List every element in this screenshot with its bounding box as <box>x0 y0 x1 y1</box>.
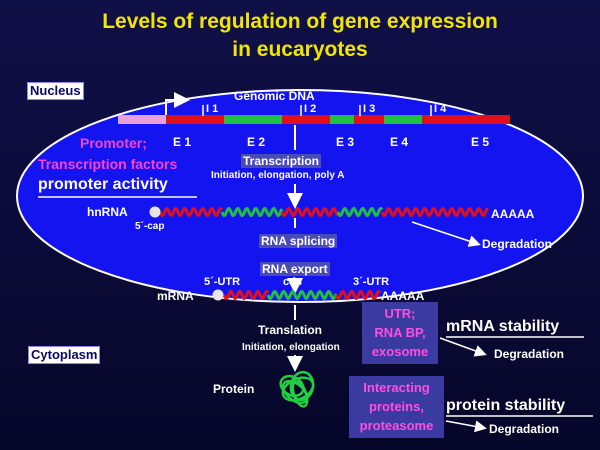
intron-segment <box>384 115 422 124</box>
hnrna-exon-wave <box>158 206 224 218</box>
exon-label-4: E 4 <box>390 135 409 149</box>
genomic-dna-strand <box>118 115 510 124</box>
exon-segment <box>354 115 384 124</box>
hnrna-cap-icon <box>149 206 161 218</box>
intron-label-2: I 2 <box>304 103 317 115</box>
degradation-arrow-1 <box>411 221 481 247</box>
cds-label: cds <box>283 276 302 288</box>
mrna-utr5-wave <box>222 289 270 301</box>
title-line1: Levels of regulation of gene expression <box>102 10 498 33</box>
title-line2: in eucaryotes <box>232 38 368 61</box>
transcription-factors-label: Transcription factors <box>38 156 178 172</box>
protein-coil-icon <box>279 370 315 408</box>
protein-label: Protein <box>213 382 255 396</box>
intron-label-3: I 3 <box>363 103 376 115</box>
promoter-region <box>118 115 166 124</box>
intron-label-1: I 1 <box>206 103 219 115</box>
cytoplasm-label: Cytoplasm <box>28 346 101 364</box>
mrna-stability-label: mRNA stability <box>446 318 560 335</box>
intron-segment <box>330 115 354 124</box>
degradation-label-3: Degradation <box>489 422 560 436</box>
utr-box: UTR; RNA BP, exosome <box>362 304 438 361</box>
utr3-label: 3´-UTR <box>353 276 390 288</box>
mrna-utr3-wave <box>334 289 382 301</box>
intron-label-4: I 4 <box>434 103 447 115</box>
hnrna-intron-wave <box>220 206 284 218</box>
promoter-label: Promoter; <box>80 135 147 151</box>
utr-box-bg <box>362 302 438 364</box>
degradation-arrow-3 <box>445 420 487 433</box>
hnrna-intron-wave <box>336 206 384 218</box>
rna-splicing-label: RNA splicing <box>259 234 338 248</box>
mrna-label: mRNA <box>157 289 194 303</box>
interact-box-bg <box>349 376 444 438</box>
hnrna-exon-wave <box>280 206 340 218</box>
interact-box: Interacting proteins, proteasome <box>349 378 444 435</box>
interact-box-line1: Interacting <box>363 380 430 395</box>
mrna-strand <box>222 289 382 301</box>
transcription-label: Transcription <box>241 154 322 168</box>
transcription-start-arrow <box>165 92 190 115</box>
mrna-cds-wave <box>266 289 338 301</box>
hnrna-exon-wave <box>380 206 489 218</box>
utr-box-line1: UTR; <box>384 306 416 321</box>
degradation-label-1: Degradation <box>482 237 553 251</box>
exon-segment <box>282 115 330 124</box>
mrna-polya-label: AAAAA <box>381 289 425 303</box>
hnrna-strand <box>158 206 489 218</box>
interact-box-line2: proteins, <box>369 399 424 414</box>
translation-label: Translation <box>258 323 323 337</box>
exon-label-1: E 1 <box>173 135 192 149</box>
transcription-sub-label: Initiation, elongation, poly A <box>211 170 345 181</box>
exon-label-2: E 2 <box>247 135 266 149</box>
exon-segment <box>422 115 510 124</box>
exon-segment <box>166 115 224 124</box>
exon-label-5: E 5 <box>471 135 490 149</box>
intron-segment <box>224 115 282 124</box>
degradation-label-2: Degradation <box>494 347 565 361</box>
nucleus-label: Nucleus <box>27 82 84 100</box>
translation-sub-label: Initiation, elongation <box>242 342 340 353</box>
utr5-label: 5´-UTR <box>204 276 241 288</box>
interact-box-line3: proteasome <box>359 418 434 433</box>
protein-stability-label: protein stability <box>446 397 566 414</box>
utr-box-line3: exosome <box>371 344 429 359</box>
hnrna-cap-label: 5´-cap <box>135 221 165 232</box>
exon-label-3: E 3 <box>336 135 355 149</box>
degradation-arrow-2 <box>439 337 487 357</box>
hnrna-polya-label: AAAAA <box>491 207 535 221</box>
mrna-cap-icon <box>212 289 224 301</box>
utr-box-line2: RNA BP, <box>374 325 426 340</box>
genomic-dna-label: Genomic DNA <box>234 89 315 103</box>
rna-export-label: RNA export <box>260 262 330 276</box>
promoter-activity-label: promoter activity <box>38 176 168 193</box>
hnrna-label: hnRNA <box>87 205 128 219</box>
